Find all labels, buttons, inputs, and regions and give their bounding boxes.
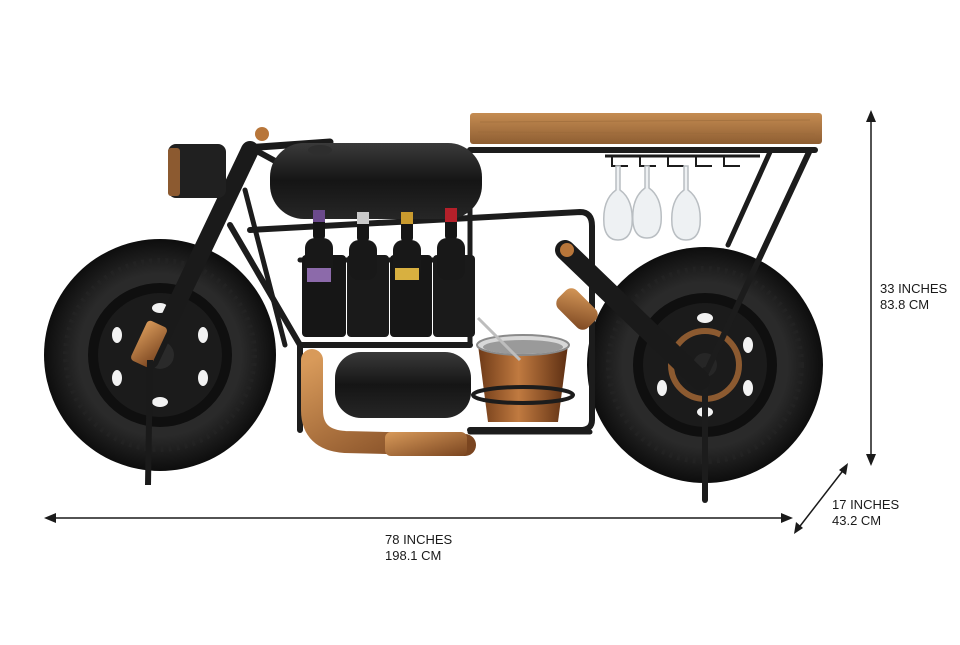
width-metric: 198.1 CM bbox=[385, 548, 442, 563]
engine-block bbox=[335, 352, 471, 418]
wine-bottle bbox=[393, 212, 421, 280]
wine-glass bbox=[603, 165, 633, 241]
wine-glasses bbox=[603, 165, 701, 241]
wood-table-top bbox=[470, 113, 822, 144]
width-dimension-arrow bbox=[44, 513, 793, 523]
height-dimension-label: 33 INCHES 83.8 CM bbox=[880, 281, 947, 313]
wine-bottle bbox=[349, 212, 377, 280]
exhaust-pipe bbox=[301, 349, 476, 456]
fuel-tank bbox=[270, 143, 482, 219]
wine-glass bbox=[671, 165, 701, 241]
glass-rack bbox=[605, 154, 760, 167]
width-imperial: 78 INCHES bbox=[385, 532, 453, 547]
wine-bottle bbox=[305, 210, 333, 282]
depth-imperial: 17 INCHES bbox=[832, 497, 900, 512]
wine-bottles bbox=[305, 208, 465, 282]
height-metric: 83.8 CM bbox=[880, 297, 930, 312]
wine-bottle bbox=[437, 208, 465, 280]
depth-dimension-label: 17 INCHES 43.2 CM bbox=[832, 497, 899, 529]
ice-bucket bbox=[471, 316, 575, 422]
depth-metric: 43.2 CM bbox=[832, 513, 882, 528]
rear-shock bbox=[555, 240, 710, 390]
rear-wheel bbox=[587, 247, 823, 483]
width-dimension-label: 78 INCHES 198.1 CM bbox=[385, 532, 452, 564]
wine-glass bbox=[632, 165, 662, 239]
height-dimension-arrow bbox=[866, 110, 876, 466]
depth-dimension-arrow bbox=[794, 463, 848, 534]
front-wheel bbox=[44, 239, 276, 471]
height-imperial: 33 INCHES bbox=[880, 281, 948, 296]
